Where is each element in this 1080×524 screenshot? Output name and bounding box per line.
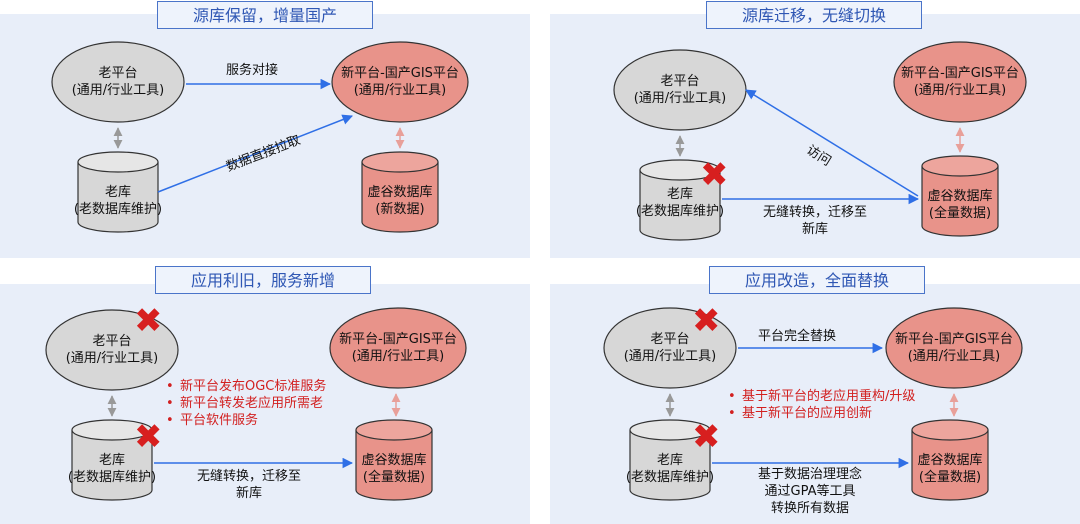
new-db-label: 虚谷数据库(新数据) — [367, 185, 433, 217]
panel-1-graph — [51, 41, 469, 233]
old-db-node — [77, 151, 159, 233]
edge-access-arrow — [745, 89, 919, 197]
cross-icon: ✖ — [134, 417, 163, 457]
edge-migrate-label: 无缝转换，迁移至新库 — [762, 205, 867, 237]
new-platform-label: 新平台-国产GIS平台(通用/行业工具) — [901, 66, 1019, 98]
old-platform-node — [51, 41, 185, 123]
edge-data-arrow — [157, 114, 353, 193]
new-platform-node — [329, 307, 467, 389]
old-db-label: 老库(老数据库维护) — [73, 185, 163, 217]
panel-2: 源库迁移，无缝切换 老平台(通用/行业工具) 新平台-国产GIS平台(通用/行业… — [550, 0, 1080, 262]
new-platform-node — [331, 41, 469, 123]
bullet-item-continuation: 平台软件服务 — [166, 412, 326, 429]
new-db-label: 虚谷数据库(全量数据) — [917, 453, 983, 485]
old-db-node — [639, 159, 721, 241]
new-db-label: 虚谷数据库(全量数据) — [927, 189, 993, 221]
new-platform-node — [893, 41, 1027, 123]
new-platform-node — [885, 307, 1023, 389]
edge-replace-label: 平台完全替换 — [758, 329, 837, 344]
edge-service-label: 服务对接 — [226, 63, 279, 78]
old-db-node — [71, 419, 153, 501]
old-platform-label: 老平台(通用/行业工具) — [623, 332, 717, 364]
panel-4: 应用改造，全面替换 老平台(通用/行业工具) 新平台-国产GIS平台(通用/行业… — [550, 262, 1080, 524]
bullet-item: 新平台发布OGC标准服务 — [166, 378, 326, 395]
cross-icon: ✖ — [692, 301, 721, 341]
panel-2-title: 源库迁移，无缝切换 — [706, 1, 922, 29]
old-platform-node — [603, 307, 737, 389]
new-platform-label: 新平台-国产GIS平台(通用/行业工具) — [895, 332, 1013, 364]
panel-3-title: 应用利旧，服务新增 — [155, 266, 371, 294]
old-platform-label: 老平台(通用/行业工具) — [633, 74, 727, 106]
new-db-node — [921, 155, 999, 237]
feature-bullet-list: 基于新平台的老应用重构/升级 基于新平台的应用创新 — [728, 388, 915, 422]
old-platform-label: 老平台(通用/行业工具) — [65, 334, 159, 366]
feature-bullet-list: 新平台发布OGC标准服务 新平台转发老应用所需老 平台软件服务 — [166, 378, 326, 429]
old-db-label: 老库(老数据库维护) — [67, 453, 157, 485]
panel-3: 应用利旧，服务新增 老平台(通用/行业工具) 新平台-国产GIS平台(通用/行业… — [0, 262, 530, 524]
cross-icon: ✖ — [134, 301, 163, 341]
old-db-node — [629, 419, 711, 501]
panel-1: 源库保留，增量国产 老平台(通用/行业工具) 新平台-国产GIS平台(通用/行业… — [0, 0, 530, 262]
cross-icon: ✖ — [692, 417, 721, 457]
old-platform-node — [45, 309, 179, 391]
new-db-node — [361, 151, 439, 233]
edge-migrate-label: 无缝转换，迁移至新库 — [196, 469, 301, 501]
bullet-item: 基于新平台的老应用重构/升级 — [728, 388, 915, 405]
new-platform-label: 新平台-国产GIS平台(通用/行业工具) — [339, 332, 457, 364]
panel-3-graph — [45, 307, 467, 501]
cross-icon: ✖ — [700, 155, 729, 195]
panel-2-graph — [613, 41, 1027, 241]
new-db-node — [355, 419, 433, 501]
new-db-node — [911, 419, 989, 501]
old-db-label: 老库(老数据库维护) — [635, 187, 725, 219]
edge-migrate-label: 基于数据治理理念通过GPA等工具转换所有数据 — [757, 467, 862, 516]
new-db-label: 虚谷数据库(全量数据) — [361, 453, 427, 485]
panel-1-title: 源库保留，增量国产 — [157, 1, 373, 29]
old-platform-label: 老平台(通用/行业工具) — [71, 66, 165, 98]
old-db-label: 老库(老数据库维护) — [625, 453, 715, 485]
panel-4-title: 应用改造，全面替换 — [709, 266, 925, 294]
new-platform-label: 新平台-国产GIS平台(通用/行业工具) — [341, 66, 459, 98]
bullet-item: 基于新平台的应用创新 — [728, 405, 915, 422]
panel-4-graph — [603, 307, 1023, 501]
bullet-item: 新平台转发老应用所需老 — [166, 395, 326, 412]
